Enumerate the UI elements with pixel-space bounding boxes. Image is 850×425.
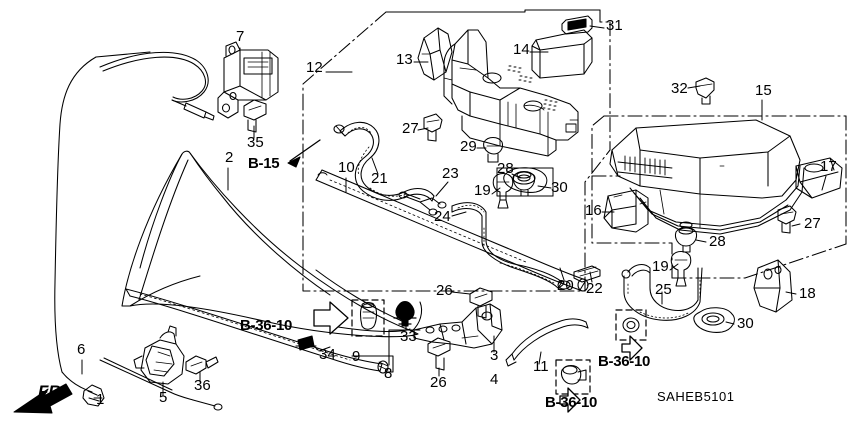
callout-27-upper: 27 [402, 120, 419, 137]
callout-15: 15 [755, 82, 772, 99]
callout-9: 9 [352, 348, 361, 365]
callout-10: 10 [338, 159, 355, 176]
callout-23: 23 [442, 165, 459, 182]
callout-30-upper: 30 [551, 179, 568, 196]
callout-26-lower: 26 [430, 374, 447, 391]
callout-34: 34 [319, 346, 336, 363]
callout-11: 11 [533, 358, 549, 375]
callout-20: 20 [557, 277, 574, 294]
callout-21: 21 [371, 170, 388, 187]
callout-28-upper: 28 [497, 160, 514, 177]
callout-1: 1 [96, 391, 105, 408]
callout-31: 31 [606, 17, 623, 34]
callout-4: 4 [490, 371, 499, 388]
callout-27-right: 27 [804, 215, 821, 232]
callout-22: 22 [586, 280, 603, 297]
callout-17: 17 [820, 158, 837, 175]
callout-2: 2 [225, 149, 234, 166]
callout-12: 12 [306, 59, 323, 76]
callout-28-right: 28 [709, 233, 726, 250]
callout-6: 6 [77, 341, 86, 358]
callout-5: 5 [159, 389, 168, 406]
callout-13: 13 [396, 51, 413, 68]
callout-14: 14 [513, 41, 530, 58]
section-ref-b15[interactable]: B-15 [248, 155, 280, 172]
callout-25: 25 [655, 281, 672, 298]
callout-18: 18 [799, 285, 816, 302]
section-ref-b3610-right[interactable]: B-36-10 [598, 353, 651, 370]
callout-33: 33 [400, 328, 417, 345]
callout-30-lower: 30 [737, 315, 754, 332]
callout-19-upper: 19 [474, 182, 491, 199]
diagram-code: SAHEB5101 [657, 389, 735, 404]
callout-19-lower: 19 [652, 258, 669, 275]
callout-36: 36 [194, 377, 211, 394]
callout-3: 3 [490, 347, 499, 364]
callout-16: 16 [585, 202, 602, 219]
callout-8: 8 [384, 365, 393, 382]
callout-35: 35 [247, 134, 264, 151]
callout-7: 7 [236, 28, 245, 45]
callout-24: 24 [434, 208, 451, 225]
section-ref-b3610-left[interactable]: B-36-10 [240, 317, 293, 334]
section-ref-b3610-bottom[interactable]: B-36-10 [545, 394, 598, 411]
front-direction-marker: FR. [38, 382, 66, 401]
callout-26-upper: 26 [436, 282, 453, 299]
callout-32: 32 [671, 80, 688, 97]
callout-29: 29 [460, 138, 477, 155]
